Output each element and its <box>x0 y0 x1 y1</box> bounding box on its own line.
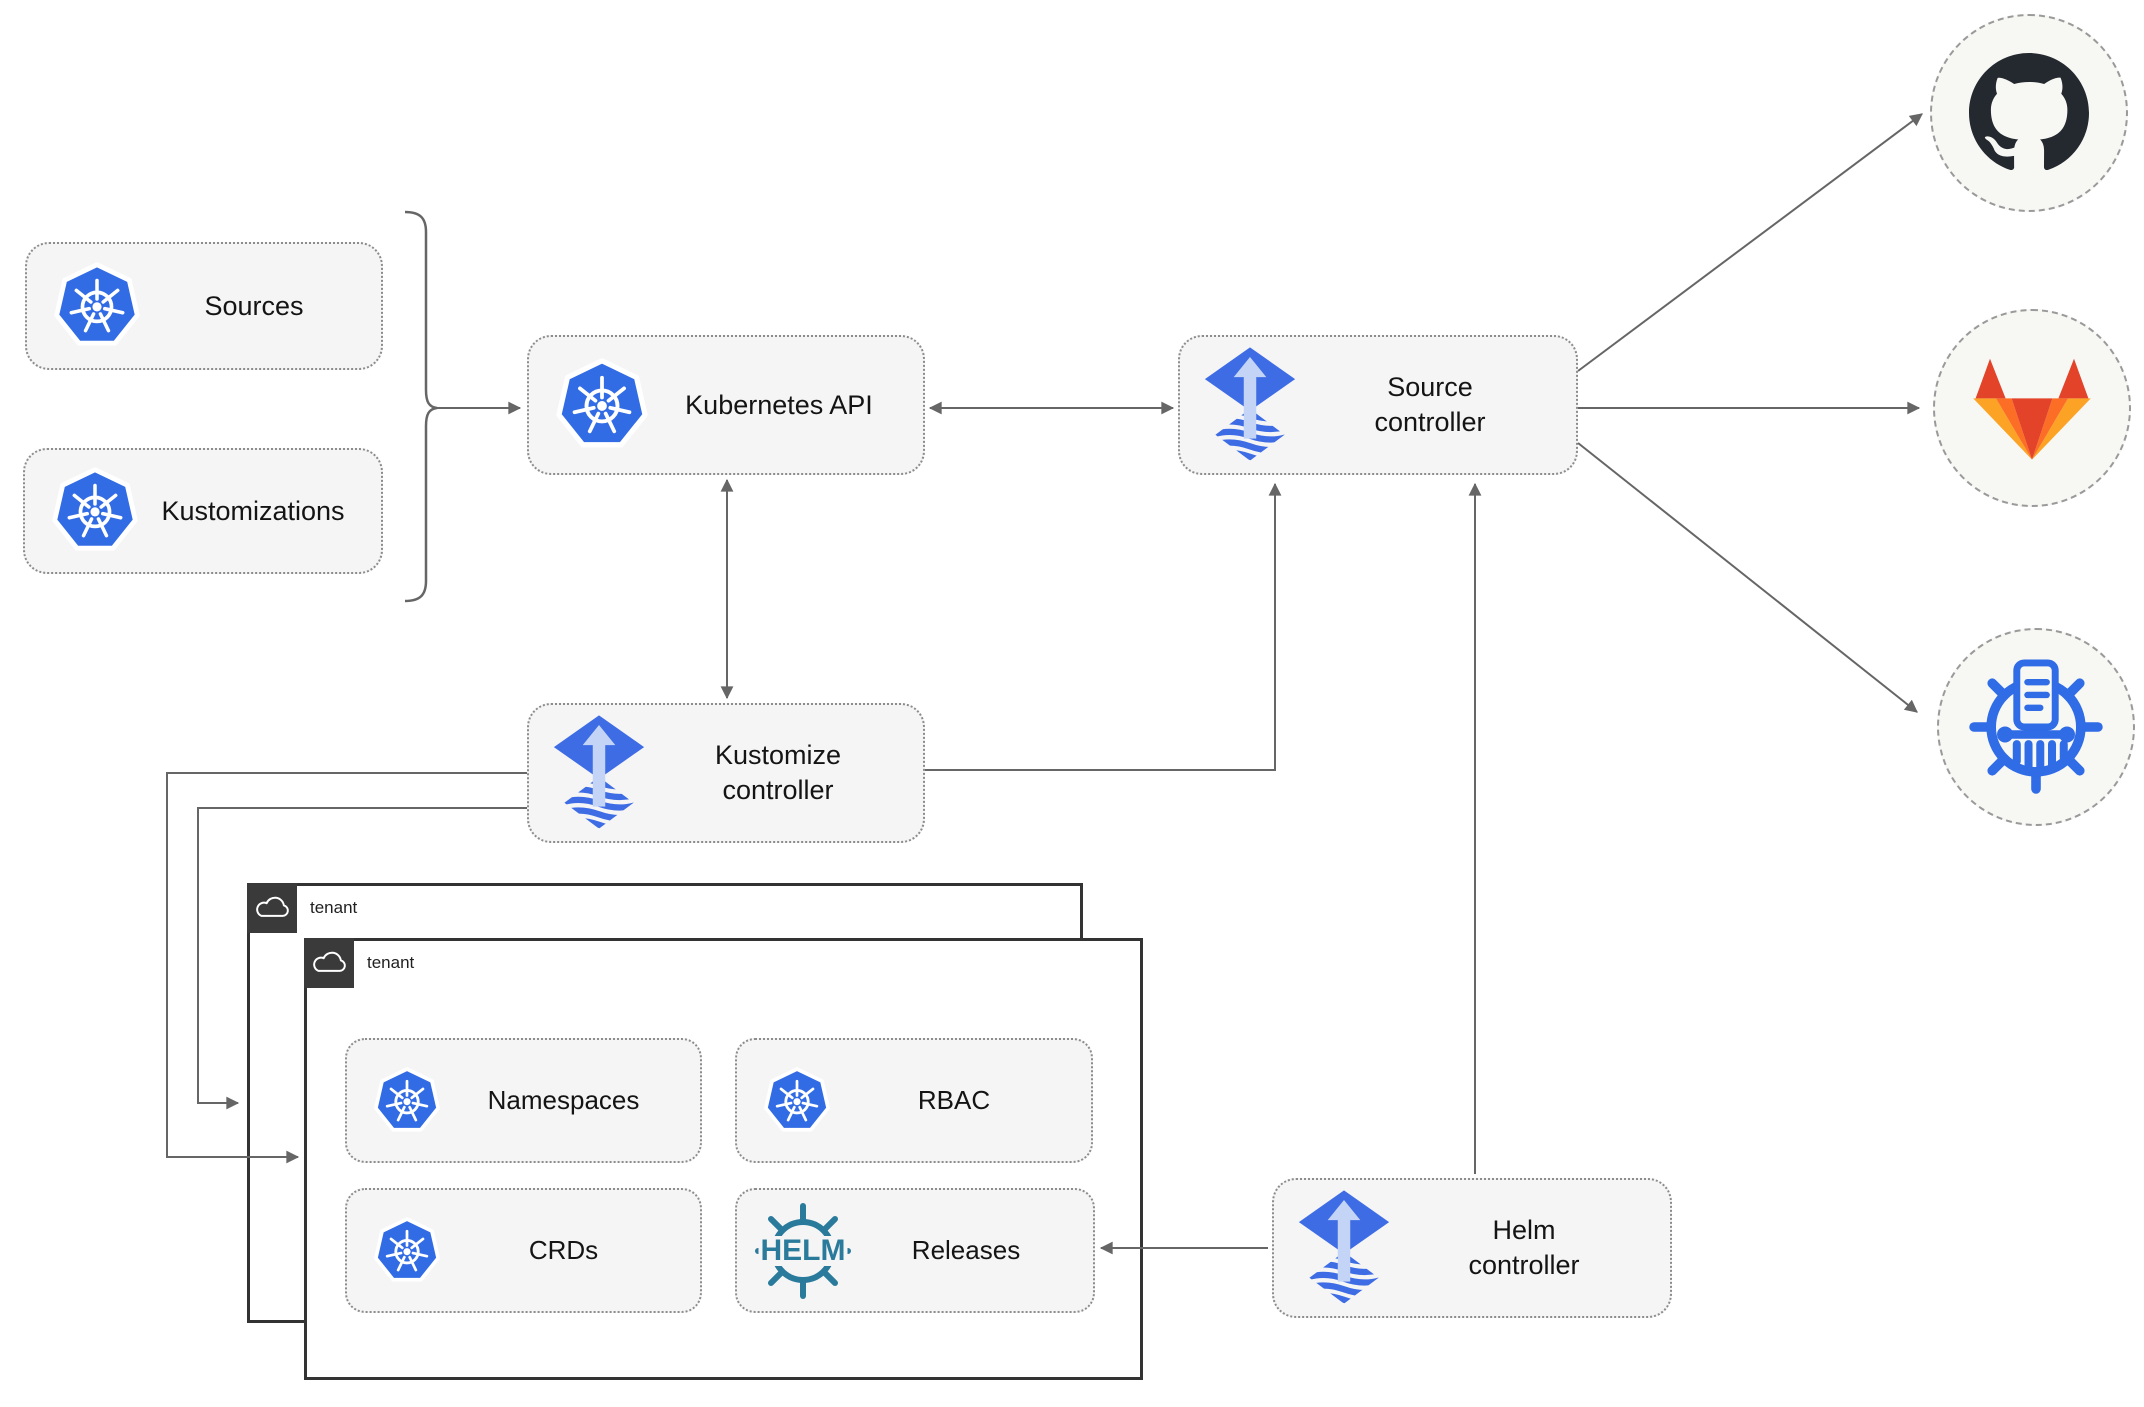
helm-icon: HELM <box>753 1201 853 1301</box>
helm-logo-text: HELM <box>758 1233 848 1267</box>
kubernetes-icon <box>555 358 649 452</box>
brace <box>404 210 438 603</box>
tenant-header <box>304 938 354 988</box>
kustomize-controller-node: Kustomize controller <box>527 703 925 843</box>
kubernetes-icon <box>763 1067 831 1135</box>
rbac-node: RBAC <box>735 1038 1093 1163</box>
flux-icon <box>551 715 647 831</box>
flux-icon <box>1296 1190 1392 1306</box>
node-label: Source controller <box>1374 372 1486 437</box>
chart-repository-endpoint <box>1937 628 2135 826</box>
node-label: Helm controller <box>1468 1215 1580 1280</box>
edge-sourcectrl-github <box>1577 113 1923 372</box>
chart-repository-icon <box>1961 648 2111 806</box>
source-controller-node: Source controller <box>1178 335 1578 475</box>
cloud-icon <box>254 896 290 921</box>
kubernetes-icon <box>51 467 139 555</box>
node-label: Kustomizations <box>161 495 345 526</box>
node-label: Sources <box>204 290 304 321</box>
node-label: Kubernetes API <box>685 389 873 420</box>
sources-node: Sources <box>25 242 383 370</box>
helm-controller-node: Helm controller <box>1272 1178 1672 1318</box>
namespaces-node: Namespaces <box>345 1038 702 1163</box>
node-label: Kustomize controller <box>714 740 842 805</box>
tenant-label: tenant <box>310 898 358 917</box>
gitlab-icon <box>1972 354 2092 462</box>
edge-sourcectrl-chartrepo <box>1577 442 1918 713</box>
github-icon <box>1969 53 2089 173</box>
tenant-label: tenant <box>367 953 415 972</box>
node-label: CRDs <box>528 1235 599 1265</box>
flux-icon <box>1202 347 1298 463</box>
kustomizations-node: Kustomizations <box>23 448 383 574</box>
github-endpoint <box>1930 14 2128 212</box>
kubernetes-api-node: Kubernetes API <box>527 335 925 475</box>
crds-node: CRDs <box>345 1188 702 1313</box>
kubernetes-icon <box>373 1217 441 1285</box>
tenant-box-front: tenant Namespaces RBAC CRDs HELM R <box>304 938 1143 1380</box>
gitlab-endpoint <box>1933 309 2131 507</box>
node-label: Namespaces <box>487 1085 640 1115</box>
cloud-icon <box>311 951 347 976</box>
node-label: RBAC <box>917 1085 991 1115</box>
tenant-header <box>247 883 297 933</box>
kubernetes-icon <box>373 1067 441 1135</box>
kubernetes-icon <box>53 262 141 350</box>
releases-node: HELM Releases <box>735 1188 1095 1313</box>
node-label: Releases <box>911 1235 1021 1265</box>
edge-kustomizectrl-sourcectrl <box>925 482 1282 771</box>
